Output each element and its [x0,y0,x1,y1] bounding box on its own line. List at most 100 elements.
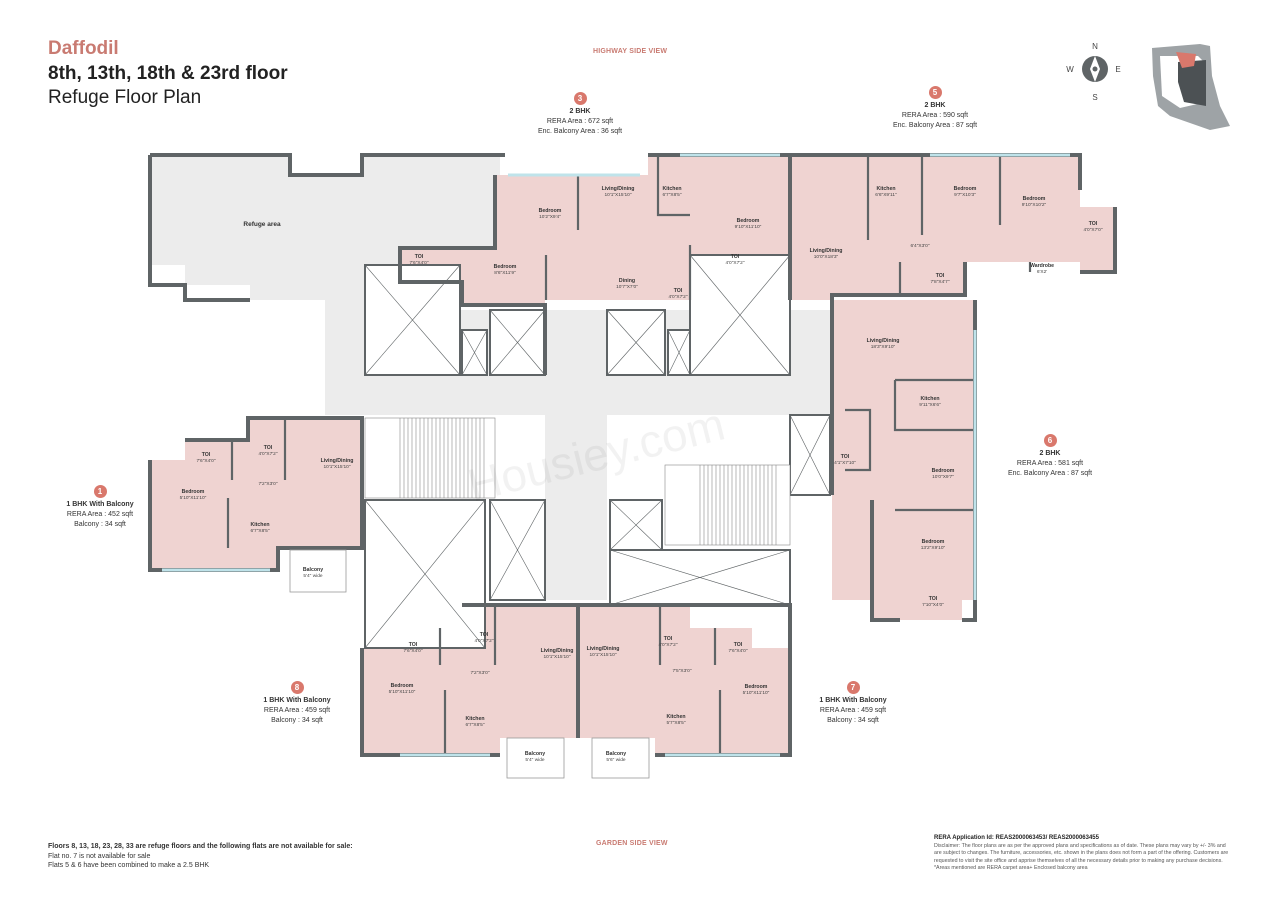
room-name: Bedroom [539,208,562,214]
unit-3-badge: 3 [573,92,587,105]
unit-7-extra: Balcony : 34 sqft [827,717,879,724]
unit-1-type: 1 BHK With Balcony [66,501,134,508]
key-plan-map [1152,44,1230,130]
room-name: Wardrobe [1030,263,1054,269]
unit-5-info: 5 2 BHK RERA Area : 590 sqft Enc. Balcon… [885,86,985,131]
unit-1-plan [150,418,362,570]
floor-notes: Floors 8, 13, 18, 23, 28, 33 are refuge … [48,842,353,871]
room-dimensions: 10'1"X15'10" [589,652,616,658]
room-dimensions: 4'0"X7'2" [725,260,744,266]
unit-6-badge: 6 [1043,434,1057,447]
room-name: Kitchen [920,396,939,402]
room-name: TOI [1089,221,1098,227]
room-name: Balcony [525,751,545,757]
room-name: Bedroom [737,218,760,224]
room-name: Balcony [303,567,323,573]
room-dimensions: 7'2"X3'0" [258,481,277,487]
room-dimensions: 7'6"X4'0" [409,260,428,266]
room-dimensions: 13'2"X9'10" [921,545,946,551]
unit-8-area: RERA Area : 459 sqft [263,707,331,714]
room-dimensions: 7'6"X4'0" [728,648,747,654]
room-dimensions: 10'1"X15'10" [543,654,570,660]
room-dimensions: 6'7"X8'5" [662,192,681,198]
notes-heading: Floors 8, 13, 18, 23, 28, 33 are refuge … [48,843,353,850]
room-dimensions: 7'6"X4'0" [196,458,215,464]
room-name: TOI [731,254,740,260]
room-label: 7'5"X3'0" [672,668,691,674]
unit-3-info: 3 2 BHK RERA Area : 672 sqft Enc. Balcon… [530,92,630,137]
unit-7-info: 7 1 BHK With Balcony RERA Area : 459 sqf… [803,681,903,726]
shaft [789,414,831,496]
compass-s: S [1092,93,1097,102]
room-name: TOI [936,273,945,279]
room-dimensions: 5'7"X8'5" [666,720,685,726]
unit-5-extra: Enc. Balcony Area : 87 sqft [892,122,978,129]
garden-side-view-label: GARDEN SIDE VIEW [596,840,668,847]
compass-e: E [1115,65,1120,74]
shaft [606,309,666,376]
room-dimensions: 6'7"X8'5" [250,528,269,534]
rera-id: RERA Application Id: REAS2000063453/ REA… [934,835,1099,841]
room-label: 6'4"X3'0" [910,243,929,249]
notes-line-1: Flat no. 7 is not available for sale [48,852,151,860]
room-name: Bedroom [745,684,768,690]
unit-7-plan [578,605,790,755]
unit-7-area: RERA Area : 459 sqft [819,707,887,714]
unit-8-extra: Balcony : 34 sqft [271,717,323,724]
room-name: Bedroom [391,683,414,689]
unit-6-plan [832,300,975,600]
shaft [489,499,546,601]
unit-8-balcony [506,737,565,779]
room-dimensions: 5'10"X11'10" [743,690,770,696]
room-dimensions: 10'2"X9'4" [539,214,561,220]
shaft [667,329,691,376]
room-name: Living/Dining [321,458,354,464]
room-name: Dining [619,278,635,284]
room-dimensions: 7'2"X3'0" [470,670,489,676]
project-name: Daffodil [48,38,119,59]
interior-walls [226,155,1032,755]
room-dimensions: 10'1"X15'10" [323,464,350,470]
unit-5-area: RERA Area : 590 sqft [901,112,969,119]
unit-6-plan-lower [872,600,962,620]
shaft [489,309,546,376]
unit-6-info: 6 2 BHK RERA Area : 581 sqft Enc. Balcon… [1000,434,1100,479]
room-label: 7'2"X3'0" [258,481,277,487]
room-name: TOI [202,452,211,458]
unit-1-extra: Balcony : 34 sqft [74,521,126,528]
compass-and-key-plan: N S E W [1066,42,1230,130]
unit-3-type: 2 BHK [569,108,591,115]
room-name: TOI [929,596,938,602]
room-dimensions: 6'7"X8'5" [465,722,484,728]
room-name: Kitchen [465,716,484,722]
room-dimensions: 4'0"X7'0" [1083,227,1102,233]
floors-title: 8th, 13th, 18th & 23rd floor [48,63,288,84]
room-dimensions: 4'0"X7'2" [668,294,687,300]
room-name: Balcony [606,751,626,757]
room-name: TOI [841,454,850,460]
refuge-area [150,155,500,310]
room-name: Living/Dining [867,338,900,344]
room-dimensions: 8'6"X11'9" [494,270,516,276]
unit-7-badge: 7 [846,681,860,694]
room-name: Bedroom [954,186,977,192]
room-dimensions: 4'0"X7'2" [258,451,277,457]
room-dimensions: 18'3"X9'10" [871,344,896,350]
shaft [689,254,791,376]
rera-disclaimer: RERA Application Id: REAS2000063453/ REA… [934,835,1234,873]
